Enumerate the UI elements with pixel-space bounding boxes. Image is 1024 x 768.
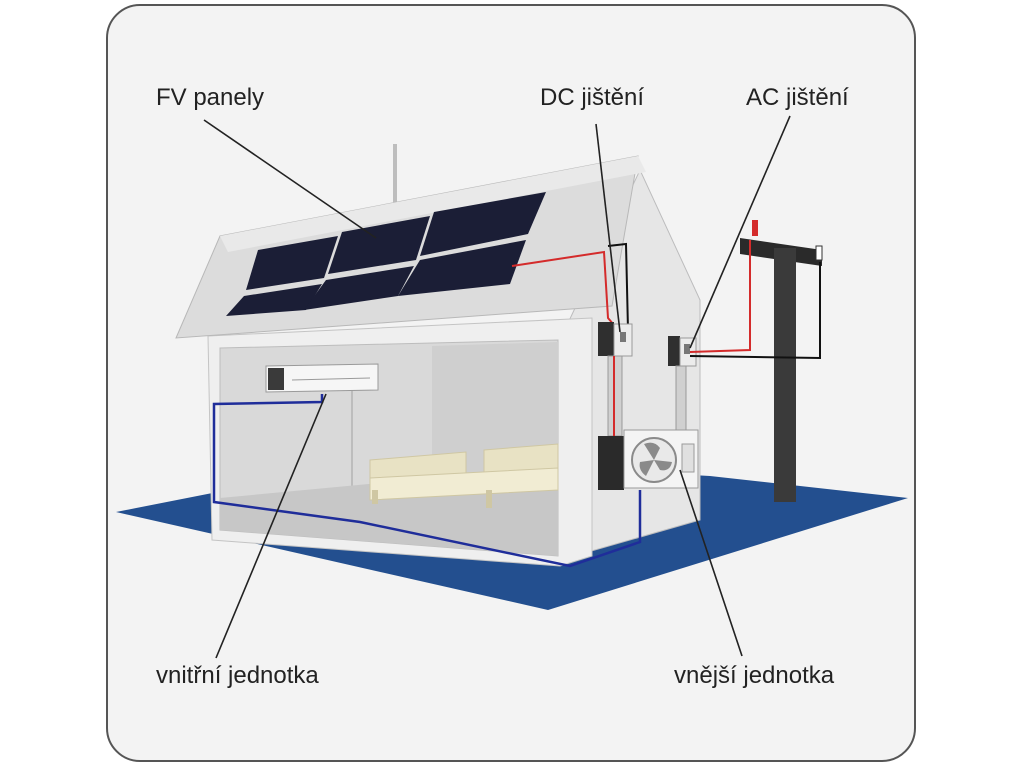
label-outdoor-unit: vnější jednotka bbox=[674, 662, 835, 689]
outdoor-unit bbox=[598, 429, 699, 490]
pv-panel bbox=[420, 192, 546, 256]
antenna bbox=[393, 144, 397, 222]
ac-cable bbox=[689, 240, 751, 353]
pv-panel bbox=[226, 284, 322, 316]
ac-cable-neutral bbox=[689, 262, 821, 360]
dc-cable-return bbox=[607, 242, 629, 331]
leader-indoor-unit bbox=[215, 393, 327, 659]
leader-pv-panels bbox=[203, 119, 377, 239]
leader-dc-protection bbox=[595, 123, 621, 333]
indoor-pipe bbox=[212, 394, 642, 568]
label-indoor-unit: vnitřní jednotka bbox=[156, 662, 319, 689]
interior-floor bbox=[220, 478, 558, 556]
label-pv-panels: FV panely bbox=[156, 84, 265, 111]
leader-ac-protection bbox=[689, 115, 791, 349]
indoor-unit bbox=[265, 363, 379, 393]
ac-conduit bbox=[675, 365, 687, 437]
roof-top-edge bbox=[220, 156, 646, 252]
pv-panel bbox=[246, 236, 338, 290]
leader-outdoor-unit bbox=[679, 469, 743, 657]
label-dc-protection: DC jištění bbox=[540, 84, 645, 111]
pv-panel-array bbox=[226, 192, 546, 316]
interior-back-wall bbox=[432, 342, 558, 478]
pv-panel bbox=[328, 216, 430, 274]
sofa bbox=[369, 443, 559, 508]
pv-panel bbox=[398, 240, 526, 296]
utility-pole bbox=[740, 220, 823, 502]
dc-breaker-box bbox=[598, 322, 633, 357]
pv-panel bbox=[304, 266, 414, 310]
label-ac-protection: AC jištění bbox=[746, 84, 849, 111]
